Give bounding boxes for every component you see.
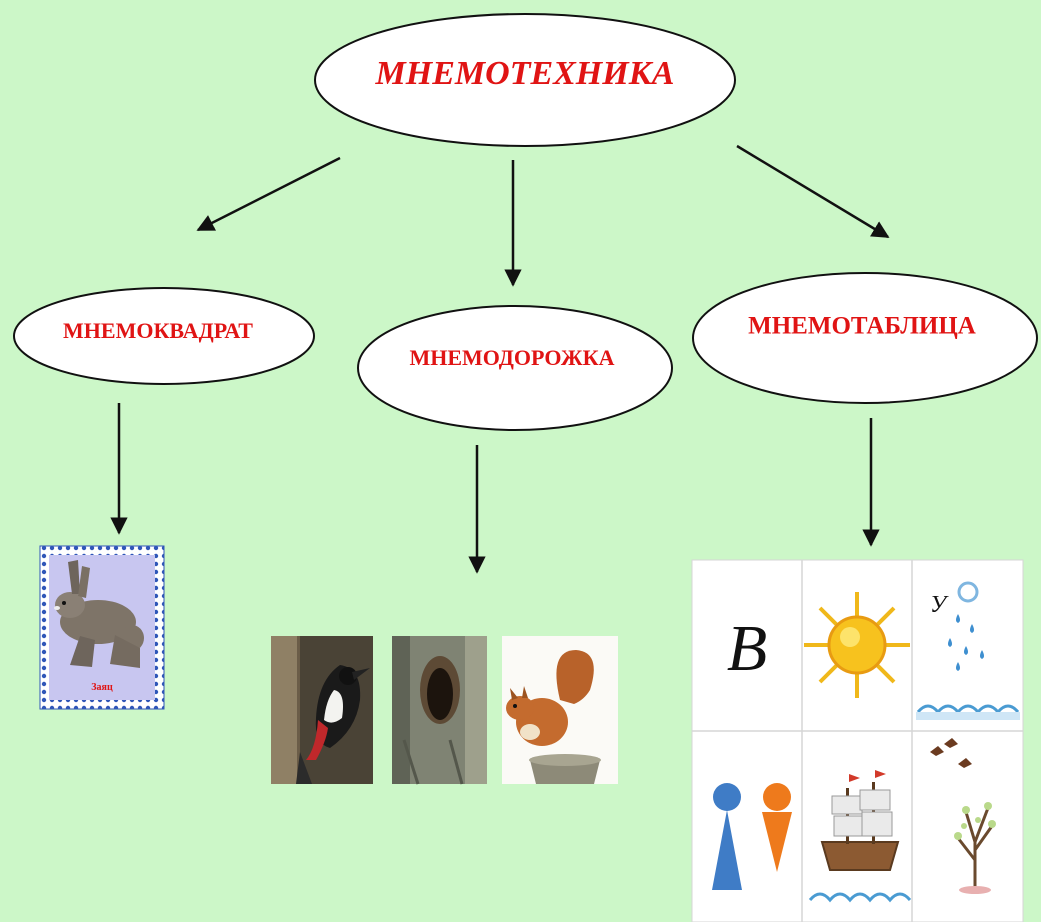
root-label: МНЕМОТЕХНИКА [375,55,675,92]
tree-hollow-icon [392,636,487,785]
squirrel-icon [502,636,618,784]
birds-and-tree-icon [930,738,996,894]
mnemosquare-caption: Заяц [91,682,113,693]
mnemotable-letter-u: У [930,592,949,618]
letter-v-icon: В [727,612,767,685]
branch-node-mnemosquare: МНЕМОКВАДРАТ [13,287,315,385]
mnemotable-letter: В [727,612,767,685]
sun-icon [804,592,910,698]
arrow-root-to-mnemotable [736,144,890,239]
rain-cloud-icon: У [916,581,1020,720]
arrow-root-to-mnemosquare [196,156,341,232]
mnemotrack-pictures [271,636,618,785]
sailing-ship-icon [808,770,912,903]
branch-label-mnemotrack: МНЕМОДОРОЖКА [409,345,614,370]
woodpecker-icon [271,636,373,784]
root-node: МНЕМОТЕХНИКА [314,13,736,147]
branch-node-mnemotrack: МНЕМОДОРОЖКА [357,305,673,431]
mnemotable-grid: В У [691,559,1024,922]
branch-node-mnemotable: МНЕМОТАБЛИЦА [692,272,1038,404]
branch-label-mnemosquare: МНЕМОКВАДРАТ [63,318,253,343]
hare-icon [54,560,144,668]
mnemosquare-card: Заяц [39,545,165,710]
branch-label-mnemotable: МНЕМОТАБЛИЦА [748,313,976,340]
two-figures-icon [712,783,792,890]
